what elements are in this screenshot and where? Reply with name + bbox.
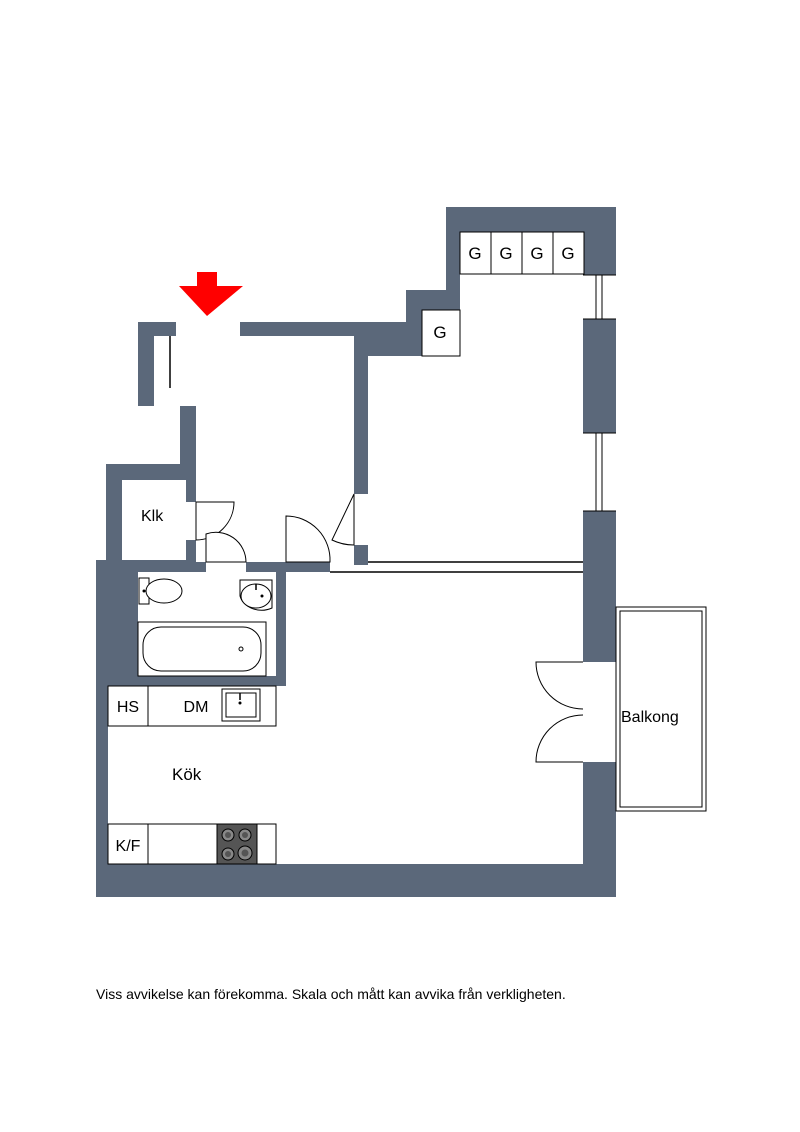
- windows: [583, 274, 616, 512]
- closet-floor: [122, 480, 186, 560]
- wall-closet-right-upper: [186, 464, 196, 502]
- kf-label: K/F: [116, 838, 141, 855]
- kitchen-sink-icon: [221, 688, 261, 722]
- wall-closet-top: [106, 464, 196, 480]
- wall-closet-left: [106, 464, 122, 584]
- bedroom-floor: [368, 247, 583, 562]
- kitchen-label: Kök: [172, 765, 202, 784]
- window-bedroom-upper: [583, 274, 616, 320]
- wall-hall-bedroom-lower: [354, 545, 368, 565]
- hs-label: HS: [117, 699, 139, 716]
- bathtub-icon: [137, 621, 267, 677]
- wall-bath-left: [108, 560, 138, 686]
- partition-lines: [169, 336, 583, 573]
- balcony-label: Balkong: [621, 709, 679, 726]
- wall-hall-bedroom: [354, 322, 368, 494]
- wall-hall-top-right: [240, 322, 370, 336]
- wall-right: [583, 207, 616, 897]
- toilet-icon: [138, 577, 183, 605]
- wall-closet-right-lower: [186, 540, 196, 570]
- window-bedroom-lower: [583, 432, 616, 512]
- wall-bath-bottom: [120, 676, 286, 686]
- wall-bath-right: [276, 560, 286, 686]
- kitchen-door: [285, 515, 331, 563]
- wall-wardrobe-left: [446, 207, 460, 297]
- wardrobe-single: [421, 309, 461, 357]
- walls: [96, 207, 616, 897]
- balcony: [535, 606, 707, 812]
- wall-bottom: [96, 864, 616, 897]
- wardrobe-label: G: [561, 244, 574, 263]
- doors: [195, 493, 355, 563]
- bathroom-fixtures: [137, 577, 273, 677]
- wall-left: [96, 560, 108, 897]
- wall-bath-top-left: [120, 560, 206, 572]
- sink-icon: [239, 579, 273, 611]
- wall-hall-left-upper: [138, 322, 154, 402]
- stove-icon: [216, 823, 258, 865]
- balcony-outline: [615, 606, 707, 812]
- wardrobe-label: G: [499, 244, 512, 263]
- disclaimer-text: Viss avvikelse kan förekomma. Skala och …: [96, 986, 566, 1002]
- bedroom-door: [331, 493, 355, 546]
- wardrobe-label: G: [468, 244, 481, 263]
- balcony-door-lower: [535, 714, 584, 763]
- kitchen-lower-counter: K/F: [107, 823, 277, 865]
- wardrobe-label: G: [530, 244, 543, 263]
- wall-hall-kitchen-left: [286, 562, 330, 572]
- wardrobes: G G G G G: [421, 231, 585, 357]
- kitchen-upper-counter: HS DM: [107, 685, 277, 727]
- dm-label: DM: [184, 699, 209, 716]
- wardrobe-label: G: [433, 323, 446, 342]
- closet-label: Klk: [141, 508, 164, 525]
- wall-hall-left-mid: [180, 388, 196, 480]
- kitchen-floor: [108, 572, 583, 864]
- closet-door: [195, 501, 235, 541]
- bathroom-door: [205, 531, 247, 563]
- balcony-rail: [619, 610, 703, 808]
- balcony-door-upper: [535, 661, 584, 710]
- balcony-door-opening: [583, 662, 616, 762]
- entrance-arrow: [179, 272, 243, 316]
